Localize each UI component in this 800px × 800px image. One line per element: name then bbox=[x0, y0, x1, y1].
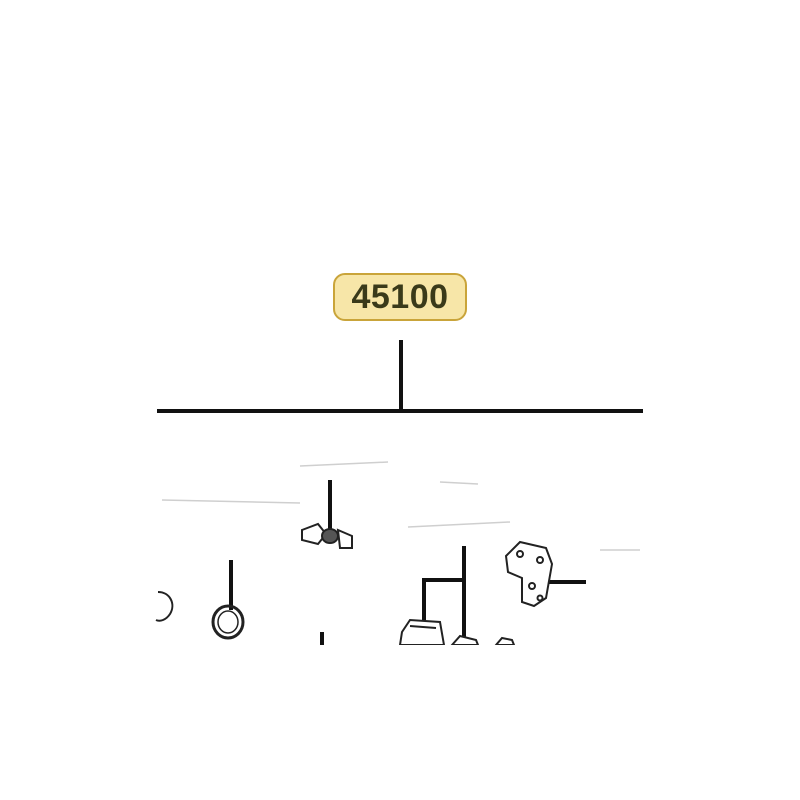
o-ring-part bbox=[211, 604, 245, 640]
wing-nut-part bbox=[301, 522, 353, 549]
leader-bracket-elbow bbox=[422, 578, 464, 625]
small-fitting-part bbox=[449, 634, 516, 646]
clip-block-part bbox=[398, 618, 446, 646]
bracket-plate-part bbox=[504, 540, 554, 608]
partial-ring-part bbox=[155, 591, 174, 622]
part-number-label[interactable]: 45100 bbox=[333, 273, 467, 321]
